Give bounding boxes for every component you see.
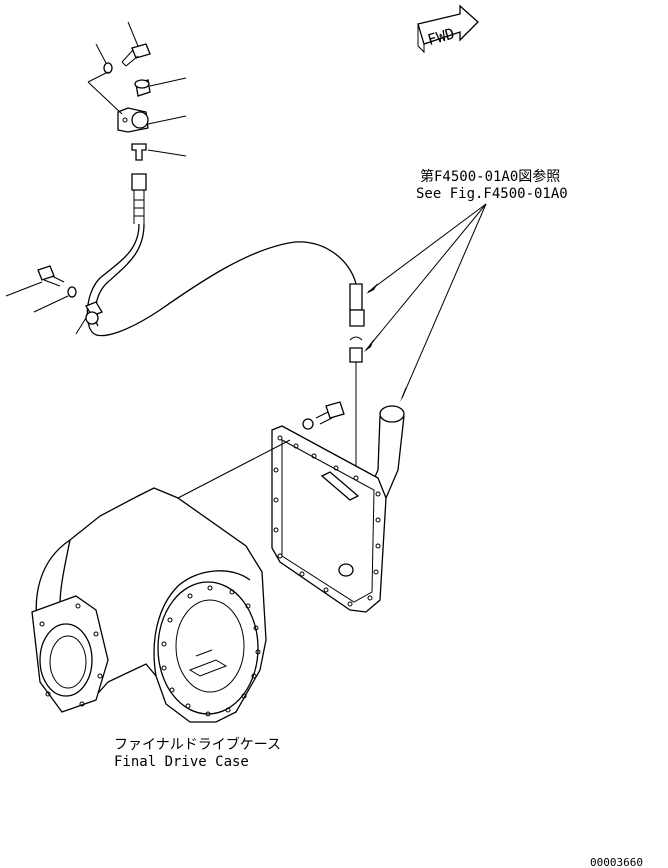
hose-end-fitting bbox=[131, 173, 147, 224]
cover-washer bbox=[302, 418, 314, 430]
hose-connector bbox=[349, 283, 365, 327]
breather-pipe bbox=[355, 372, 405, 499]
clamp-sleeve bbox=[134, 77, 187, 97]
reference-label-jp: 第F4500-01A0図参照 bbox=[420, 168, 560, 185]
upper-washer bbox=[95, 43, 113, 74]
reference-leader-arrows bbox=[364, 203, 487, 402]
fwd-label: FWD bbox=[426, 24, 457, 49]
adapter-fitting bbox=[349, 347, 363, 372]
fwd-arrow-icon: FWD bbox=[417, 4, 479, 54]
mid-bolt bbox=[5, 265, 65, 297]
case-label-jp: ファイナルドライブケース bbox=[114, 736, 281, 753]
cover-bolt bbox=[315, 401, 345, 425]
mid-washer bbox=[33, 286, 77, 313]
final-drive-case bbox=[31, 487, 267, 723]
reference-label-en: See Fig.F4500-01A0 bbox=[416, 186, 568, 202]
o-ring bbox=[349, 336, 363, 341]
elbow-fitting bbox=[131, 143, 187, 161]
mid-clamp bbox=[75, 301, 103, 335]
drawing-number: 00003660 bbox=[590, 856, 643, 868]
upper-bolt bbox=[121, 21, 151, 67]
cover-plate bbox=[177, 425, 387, 613]
hose-line bbox=[86, 223, 357, 337]
case-label-en: Final Drive Case bbox=[114, 754, 249, 770]
hose-clamp bbox=[87, 71, 187, 133]
